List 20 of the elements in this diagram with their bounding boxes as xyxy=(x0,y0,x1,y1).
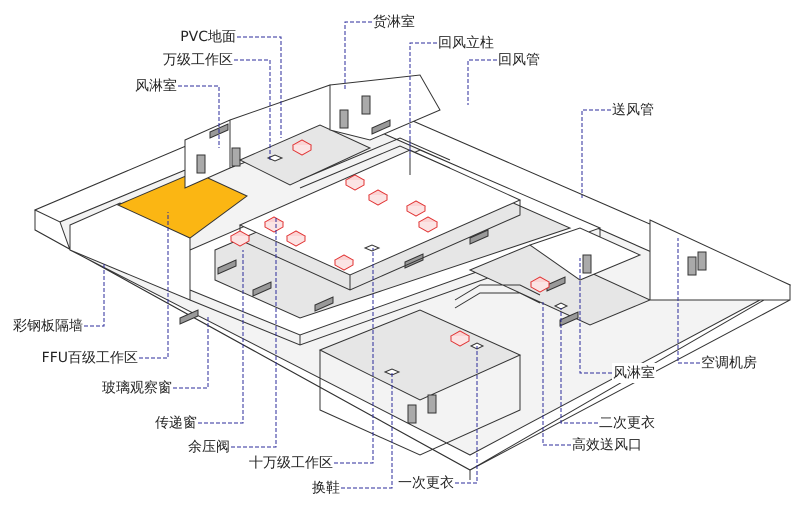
leader-line xyxy=(560,308,598,424)
leader-line xyxy=(582,110,612,198)
leader-line xyxy=(454,346,478,484)
leader-line xyxy=(580,258,612,374)
leader-line xyxy=(138,212,168,358)
leader-line xyxy=(678,238,700,364)
leader-line xyxy=(234,60,270,160)
leader-line xyxy=(198,250,244,424)
leader-line xyxy=(334,248,374,464)
leader-line xyxy=(344,22,372,90)
leader-line xyxy=(236,36,282,138)
leader-line xyxy=(410,42,438,160)
leader-line xyxy=(340,372,392,488)
leader-line xyxy=(178,86,220,148)
leader-line xyxy=(172,314,208,388)
leader-line xyxy=(84,262,104,326)
leader-line xyxy=(230,218,276,448)
leader-line xyxy=(468,60,498,106)
callout-label: 风淋室 xyxy=(612,363,656,383)
leader-line xyxy=(542,302,572,446)
